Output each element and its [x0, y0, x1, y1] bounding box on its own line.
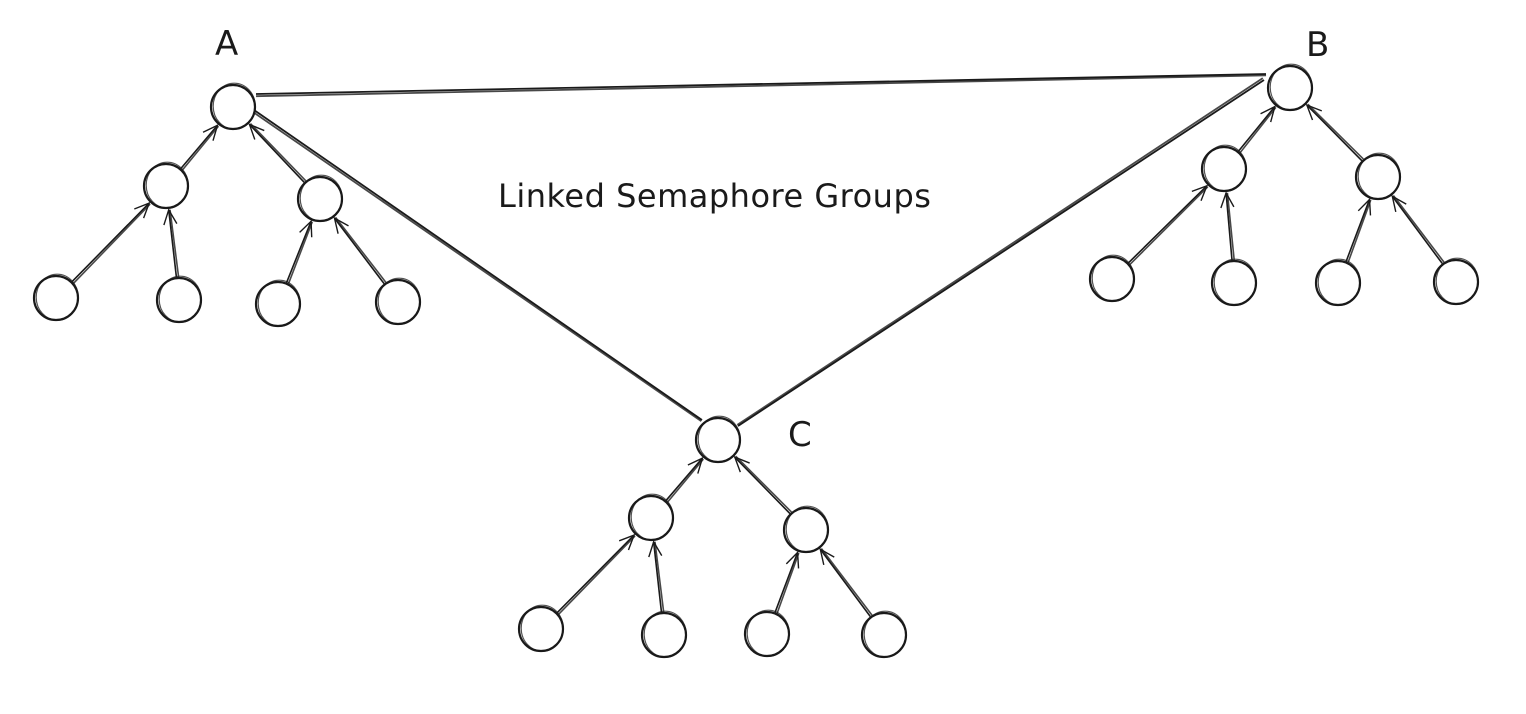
mid-node-c-1-sketch — [785, 505, 829, 553]
leaf-node-c-3-sketch — [863, 610, 907, 658]
edge-a-mid1-root-stroke — [249, 122, 307, 182]
link-b-c-stroke — [736, 77, 1264, 426]
edge-a-mid0-root — [180, 124, 219, 169]
edge-a-leaf0-mid — [71, 202, 150, 283]
edge-b-leaf1-mid-arrowhead — [1220, 191, 1235, 209]
edge-b-mid1-root-arrowhead — [1305, 103, 1323, 121]
edge-c-leaf1-mid-arrowhead — [648, 540, 663, 558]
edge-b-leaf0-mid-arrowhead — [1191, 184, 1209, 201]
edge-b-leaf3-mid-stroke — [1392, 194, 1445, 263]
edge-a-leaf1-mid — [167, 209, 178, 278]
edge-c-leaf3-mid — [819, 548, 871, 618]
group-tree-c — [517, 415, 908, 659]
edge-a-leaf1-mid-arrowhead — [163, 208, 178, 226]
diagram-title: Linked Semaphore Groups — [498, 177, 931, 215]
mid-node-c-0-sketch — [630, 493, 674, 541]
leaf-node-a-2-sketch — [257, 279, 301, 327]
edge-b-leaf3-mid-arrowhead — [1391, 194, 1407, 213]
link-a-b-stroke — [256, 74, 1267, 98]
leaf-node-c-2-sketch — [746, 609, 790, 657]
edge-b-mid0-root-arrowhead — [1260, 105, 1276, 123]
edge-a-leaf3-mid-stroke — [334, 216, 387, 283]
edge-a-leaf0-mid-arrowhead — [134, 201, 151, 219]
edge-b-leaf2-mid-stroke — [1347, 199, 1372, 263]
leaf-node-b-1-sketch — [1213, 258, 1257, 306]
edge-b-leaf0-mid — [1127, 185, 1208, 264]
group-links — [252, 73, 1267, 427]
edge-c-leaf2-mid-arrowhead — [785, 550, 800, 569]
mid-node-b-0-sketch — [1203, 144, 1247, 192]
edge-c-leaf3-mid-stroke — [820, 547, 873, 616]
leaf-node-b-3-sketch — [1435, 257, 1479, 305]
root-node-a-sketch — [212, 82, 256, 130]
edge-a-leaf2-mid-arrowhead — [299, 219, 313, 238]
edge-c-mid0-root-stroke — [667, 458, 704, 503]
leaf-node-c-0-sketch — [520, 604, 564, 652]
link-a-b — [255, 73, 1267, 95]
edge-c-leaf3-mid-arrowhead — [819, 547, 835, 566]
edge-b-leaf0-mid-stroke — [1129, 186, 1209, 266]
edge-b-leaf2-mid-arrowhead — [1357, 197, 1372, 216]
edge-c-mid0-root — [665, 457, 703, 502]
link-a-c-stroke — [252, 111, 702, 422]
link-a-c — [253, 109, 703, 421]
edge-b-mid0-root — [1237, 106, 1276, 152]
edge-a-leaf2-mid-stroke — [287, 221, 314, 284]
group-label-b: B — [1306, 25, 1329, 65]
edge-a-mid0-root-arrowhead — [202, 123, 219, 141]
group-label-a: A — [215, 24, 238, 64]
leaf-node-b-2-sketch — [1317, 258, 1361, 306]
edge-c-leaf0-mid-stroke — [558, 535, 636, 615]
leaf-node-a-3-sketch — [377, 277, 421, 325]
leaf-node-b-0-sketch — [1091, 254, 1135, 302]
group-label-c: C — [788, 415, 812, 455]
group-tree-a — [32, 82, 422, 328]
link-b-c — [737, 79, 1265, 427]
root-node-b-sketch — [1269, 63, 1313, 111]
edge-c-leaf1-mid-stroke — [654, 541, 665, 612]
edge-b-mid1-root-stroke — [1307, 103, 1364, 160]
edge-a-leaf1-mid-stroke — [169, 209, 180, 277]
group-tree-b — [1088, 63, 1480, 307]
edge-c-leaf0-mid — [556, 534, 635, 614]
edge-b-leaf2-mid — [1345, 199, 1371, 262]
edge-a-leaf3-mid-arrowhead — [333, 216, 349, 234]
semaphore-trees — [32, 63, 1480, 659]
edge-c-mid1-root — [734, 456, 791, 515]
leaf-node-a-1-sketch — [158, 275, 202, 323]
edge-c-leaf0-mid-arrowhead — [618, 533, 636, 551]
edge-b-leaf3-mid — [1391, 195, 1443, 265]
edge-a-mid0-root-stroke — [181, 125, 220, 171]
leaf-node-c-1-sketch — [643, 610, 687, 658]
leaf-node-a-0-sketch — [35, 273, 79, 321]
edge-b-mid1-root — [1306, 104, 1363, 162]
edge-b-mid0-root-stroke — [1239, 106, 1277, 154]
edge-c-leaf2-mid-stroke — [776, 552, 800, 614]
edge-c-leaf2-mid — [774, 552, 799, 613]
root-node-c-sketch — [697, 415, 741, 463]
edge-c-leaf1-mid — [652, 541, 663, 613]
edge-a-leaf0-mid-stroke — [73, 203, 151, 284]
edge-c-mid1-root-arrowhead — [733, 455, 750, 473]
edge-c-mid1-root-stroke — [735, 455, 793, 513]
mid-node-b-1-sketch — [1357, 152, 1401, 200]
edge-b-leaf1-mid — [1225, 192, 1233, 261]
mid-node-a-1-sketch — [299, 174, 343, 222]
edge-a-leaf3-mid — [333, 217, 385, 285]
edge-a-mid1-root — [248, 123, 305, 183]
edge-c-mid0-root-arrowhead — [687, 456, 704, 474]
edge-a-mid1-root-arrowhead — [248, 123, 265, 140]
edge-b-leaf1-mid-stroke — [1226, 192, 1235, 260]
mid-node-a-0-sketch — [145, 161, 189, 209]
edge-a-leaf2-mid — [285, 220, 312, 283]
